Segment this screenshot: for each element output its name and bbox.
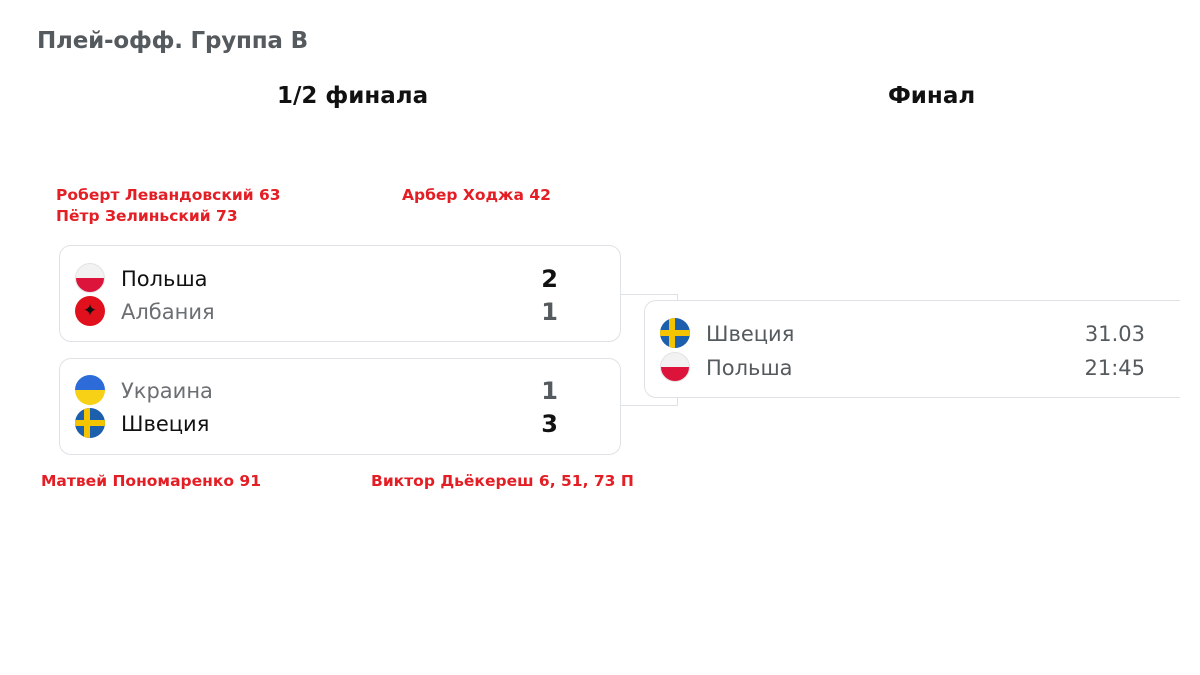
team-score: 3 (541, 410, 558, 438)
team-name: Албания (121, 300, 215, 324)
poland-flag-icon (660, 352, 690, 382)
away-scorers: Виктор Дьёкереш 6, 51, 73 П (371, 471, 634, 492)
scorer-entry: Матвей Пономаренко 91 (41, 472, 262, 490)
sweden-flag-icon (75, 408, 105, 438)
team-name: Польша (121, 267, 208, 291)
match-date: 31.03 (1084, 322, 1145, 346)
final-match[interactable]: Швеция 31.03 Польша 21:45 (644, 300, 1180, 398)
round-title-final: Финал (888, 83, 976, 109)
semifinal-match-1[interactable]: Польша 2 ✦ Албания 1 (59, 245, 621, 342)
team-row-home: Украина 1 (60, 375, 620, 407)
team-row-away: ✦ Албания 1 (60, 296, 620, 328)
team-score: 2 (541, 265, 558, 293)
team-name: Украина (121, 379, 213, 403)
round-title-semifinal: 1/2 финала (277, 83, 429, 109)
team-score: 1 (541, 377, 558, 405)
team-row-away: Польша 21:45 (645, 352, 1180, 384)
scorer-entry: Арбер Ходжа 42 (402, 186, 551, 204)
semifinal-match-2[interactable]: Украина 1 Швеция 3 (59, 358, 621, 455)
team-row-away: Швеция 3 (60, 408, 620, 440)
scorer-entry: Роберт Левандовский 63 (56, 186, 281, 204)
match-time: 21:45 (1084, 356, 1145, 380)
team-row-home: Швеция 31.03 (645, 318, 1180, 350)
away-scorers: Арбер Ходжа 42 (402, 185, 551, 206)
team-name: Швеция (706, 322, 795, 346)
sweden-flag-icon (660, 318, 690, 348)
team-score: 1 (541, 298, 558, 326)
poland-flag-icon (75, 263, 105, 293)
home-scorers: Роберт Левандовский 63 Пётр Зелиньский 7… (56, 185, 281, 227)
ukraine-flag-icon (75, 375, 105, 405)
team-name: Польша (706, 356, 793, 380)
scorer-entry: Пётр Зелиньский 73 (56, 207, 238, 225)
scorer-entry: Виктор Дьёкереш 6, 51, 73 П (371, 472, 634, 490)
page-title: Плей-офф. Группа B (37, 28, 308, 54)
albania-flag-icon: ✦ (75, 296, 105, 326)
team-name: Швеция (121, 412, 210, 436)
team-row-home: Польша 2 (60, 263, 620, 295)
home-scorers: Матвей Пономаренко 91 (41, 471, 261, 492)
